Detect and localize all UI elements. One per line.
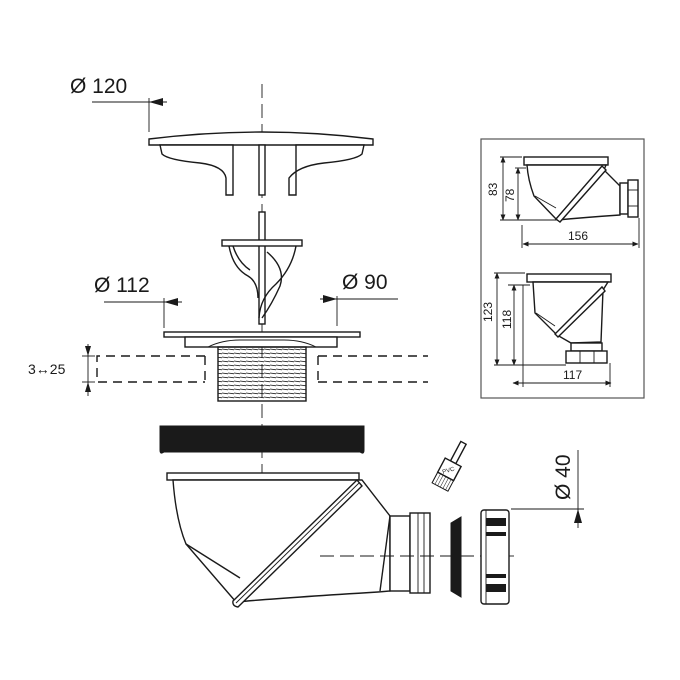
dim-flange-diameter: Ø 112 [94,274,182,328]
inset-top-dimensions: 83 78 156 [486,156,640,248]
inset-bottom-height-inner: 118 [500,310,514,329]
inset-top-height-inner: 78 [503,188,517,202]
shower-tray-outline [96,355,428,383]
rubber-gasket [159,425,365,454]
cap-cover [148,131,374,196]
outlet-diameter-label: Ø 40 [552,454,575,500]
flange-diameter-label: Ø 112 [94,274,150,297]
siphon-body [166,472,431,608]
dim-body-diameter: Ø 90 [320,271,398,326]
flange-body [163,331,361,402]
cap-diameter-label: Ø 120 [70,75,127,98]
compression-nut [480,509,510,605]
cone-seal [450,516,462,598]
inset-bottom-width: 117 [563,368,582,382]
dim-cap-diameter: Ø 120 [70,75,167,132]
inset-bottom-dimensions: 123 118 117 [481,272,612,387]
inset-bottom-height-total: 123 [481,302,495,322]
inset-top-height-total: 83 [486,182,500,196]
dim-tray-thickness: 3↔25 [28,344,95,396]
dim-outlet-diameter: Ø 40 [511,450,584,528]
body-diameter-label: Ø 90 [342,271,388,294]
pvc-glue-brush-icon: PVC [431,440,468,492]
inset-vertical-outlet [526,273,612,364]
strainer-insert [221,211,303,325]
brush-label: PVC [442,466,456,476]
inset-horizontal-outlet [523,156,639,223]
inset-top-width: 156 [568,229,588,243]
tray-thickness-label: 3↔25 [28,361,66,377]
